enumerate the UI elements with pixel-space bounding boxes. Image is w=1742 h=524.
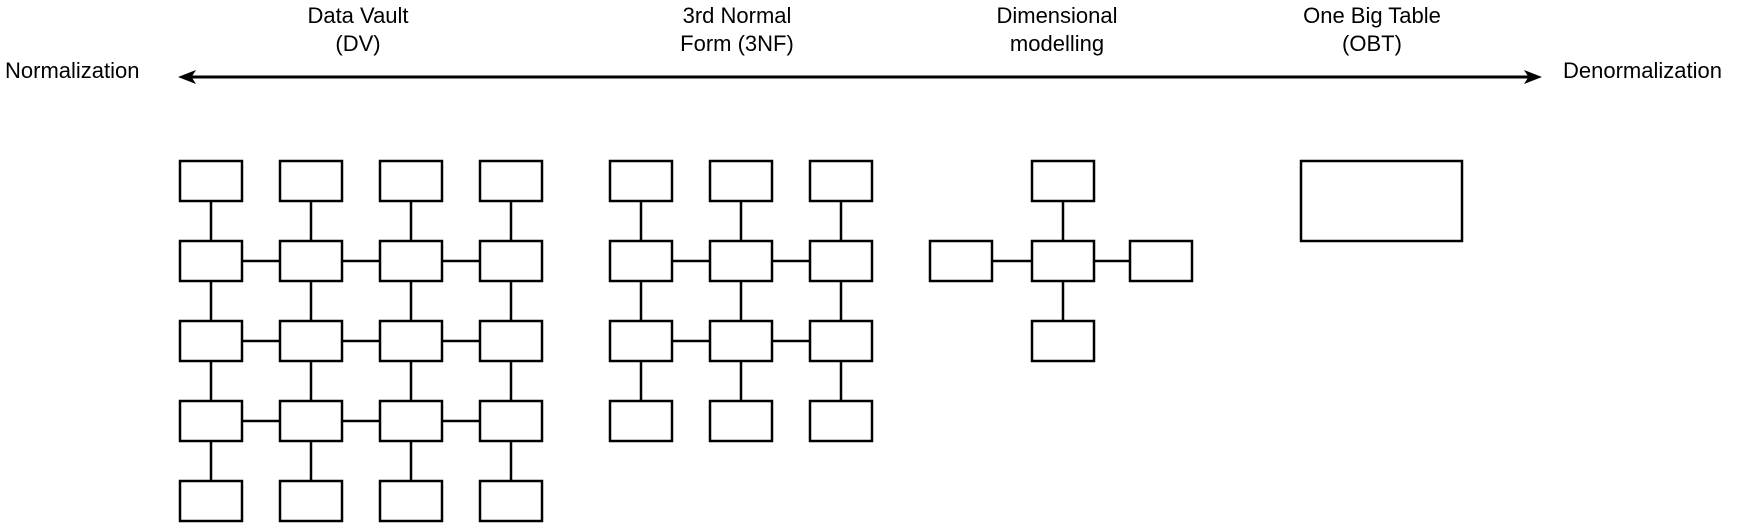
schema-table-box — [808, 399, 874, 443]
data-vault-schema — [178, 159, 544, 523]
approach-label-line: modelling — [1009, 31, 1105, 56]
approach-label-line: Dimensional — [996, 3, 1118, 28]
third-normal-form-schema — [608, 159, 874, 443]
schema-table-box — [478, 159, 544, 203]
axis-label-denormalization: Denormalization — [1563, 58, 1722, 83]
schema-table-box — [808, 239, 874, 283]
approach-label-data-vault: Data Vault (DV) — [307, 2, 408, 58]
schema-table-box — [178, 479, 244, 523]
schema-table-box — [478, 399, 544, 443]
approach-label-dimensional-modelling: Dimensional modelling — [996, 2, 1117, 58]
schema-table-box — [178, 319, 244, 363]
schema-table-box — [708, 159, 774, 203]
arrow-head-left-icon — [178, 70, 196, 84]
approach-label-line: (OBT) — [1342, 31, 1402, 56]
approach-label-line: Data Vault — [307, 3, 409, 28]
schema-table-box — [178, 239, 244, 283]
schema-table-box — [608, 399, 674, 443]
schema-table-box — [378, 239, 444, 283]
schema-table-box — [178, 159, 244, 203]
schema-table-box — [478, 239, 544, 283]
schema-table-box — [278, 159, 344, 203]
schema-table-box — [708, 239, 774, 283]
schema-table-box — [378, 399, 444, 443]
schema-table-box — [378, 319, 444, 363]
schema-table-box — [1030, 159, 1096, 203]
schema-table-box — [278, 239, 344, 283]
approach-label-one-big-table: One Big Table (OBT) — [1303, 2, 1441, 58]
approach-label-line: Form (3NF) — [680, 31, 794, 56]
schema-table-box — [1128, 239, 1194, 283]
schema-table-box — [278, 479, 344, 523]
schema-table-box — [1030, 319, 1096, 363]
spectrum-arrow — [178, 70, 1542, 84]
schema-table-box — [608, 159, 674, 203]
schema-table-box — [378, 479, 444, 523]
approach-label-line: (DV) — [335, 31, 381, 56]
axis-label-normalization: Normalization — [5, 58, 140, 83]
schema-table-box — [378, 159, 444, 203]
obt-schema — [1299, 159, 1464, 243]
schema-table-box — [1299, 159, 1464, 243]
arrow-head-right-icon — [1524, 70, 1542, 84]
approach-label-line: 3rd Normal — [682, 3, 792, 28]
schema-table-box — [478, 319, 544, 363]
schema-table-box — [178, 399, 244, 443]
schema-table-box — [708, 319, 774, 363]
schema-table-box — [928, 239, 994, 283]
schema-table-box — [278, 319, 344, 363]
schema-table-box — [278, 399, 344, 443]
schema-table-box — [808, 319, 874, 363]
schema-table-box — [708, 399, 774, 443]
schema-table-box — [1030, 239, 1096, 283]
schema-table-box — [608, 239, 674, 283]
approach-label-third-normal-form: 3rd Normal Form (3NF) — [680, 2, 794, 58]
schema-table-box — [478, 479, 544, 523]
dimensional-schema — [928, 159, 1194, 363]
schema-table-box — [608, 319, 674, 363]
approach-label-line: One Big Table — [1303, 3, 1441, 28]
schema-layer — [178, 159, 1464, 523]
schema-table-box — [808, 159, 874, 203]
